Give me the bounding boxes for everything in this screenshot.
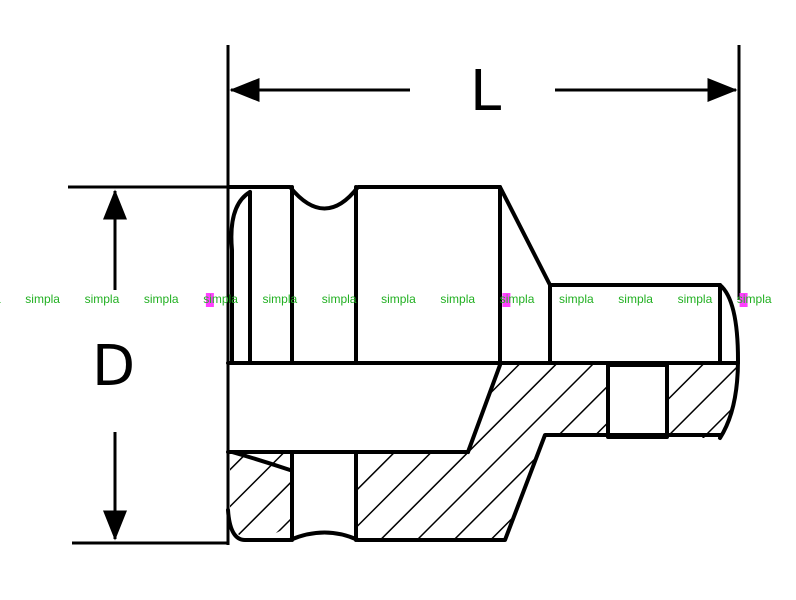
watermark-text: simpla bbox=[203, 292, 238, 306]
front-chamfer bbox=[229, 190, 252, 364]
inner-cone-edge bbox=[466, 363, 502, 454]
watermark-text: simpla bbox=[618, 292, 653, 306]
watermark-text: simpla bbox=[0, 292, 1, 306]
watermark-text: simpla bbox=[737, 292, 772, 306]
watermark-text: simpla bbox=[85, 292, 120, 306]
socket-outline bbox=[226, 185, 740, 542]
watermark-text: simpla bbox=[559, 292, 594, 306]
watermark-text: simpla bbox=[678, 292, 713, 306]
watermark-text: simpla bbox=[322, 292, 357, 306]
watermark-text: simpla bbox=[144, 292, 179, 306]
outline-top bbox=[226, 185, 740, 440]
watermark-text: simpla bbox=[25, 292, 60, 306]
watermark-text: simpla bbox=[263, 292, 298, 306]
groove-detail-lower bbox=[230, 450, 292, 472]
pin-hole bbox=[606, 363, 669, 439]
extension-lines bbox=[68, 45, 741, 545]
watermark-text: simpla bbox=[381, 292, 416, 306]
section-hatching bbox=[230, 365, 738, 540]
hatch-drive-end bbox=[667, 365, 738, 438]
diameter-label: D bbox=[92, 334, 135, 399]
watermark-highlight bbox=[205, 293, 214, 307]
hatch-left-wall bbox=[230, 452, 290, 540]
watermark-text: simpla bbox=[440, 292, 475, 306]
watermark-row: simpla simpla simpla simpla simpla simpla simp… bbox=[0, 292, 772, 307]
length-label: L bbox=[470, 59, 501, 124]
watermark-highlight bbox=[739, 293, 748, 307]
watermark-highlight bbox=[502, 293, 511, 307]
watermark-text: simpla bbox=[500, 292, 535, 306]
hatch-body bbox=[358, 365, 608, 540]
